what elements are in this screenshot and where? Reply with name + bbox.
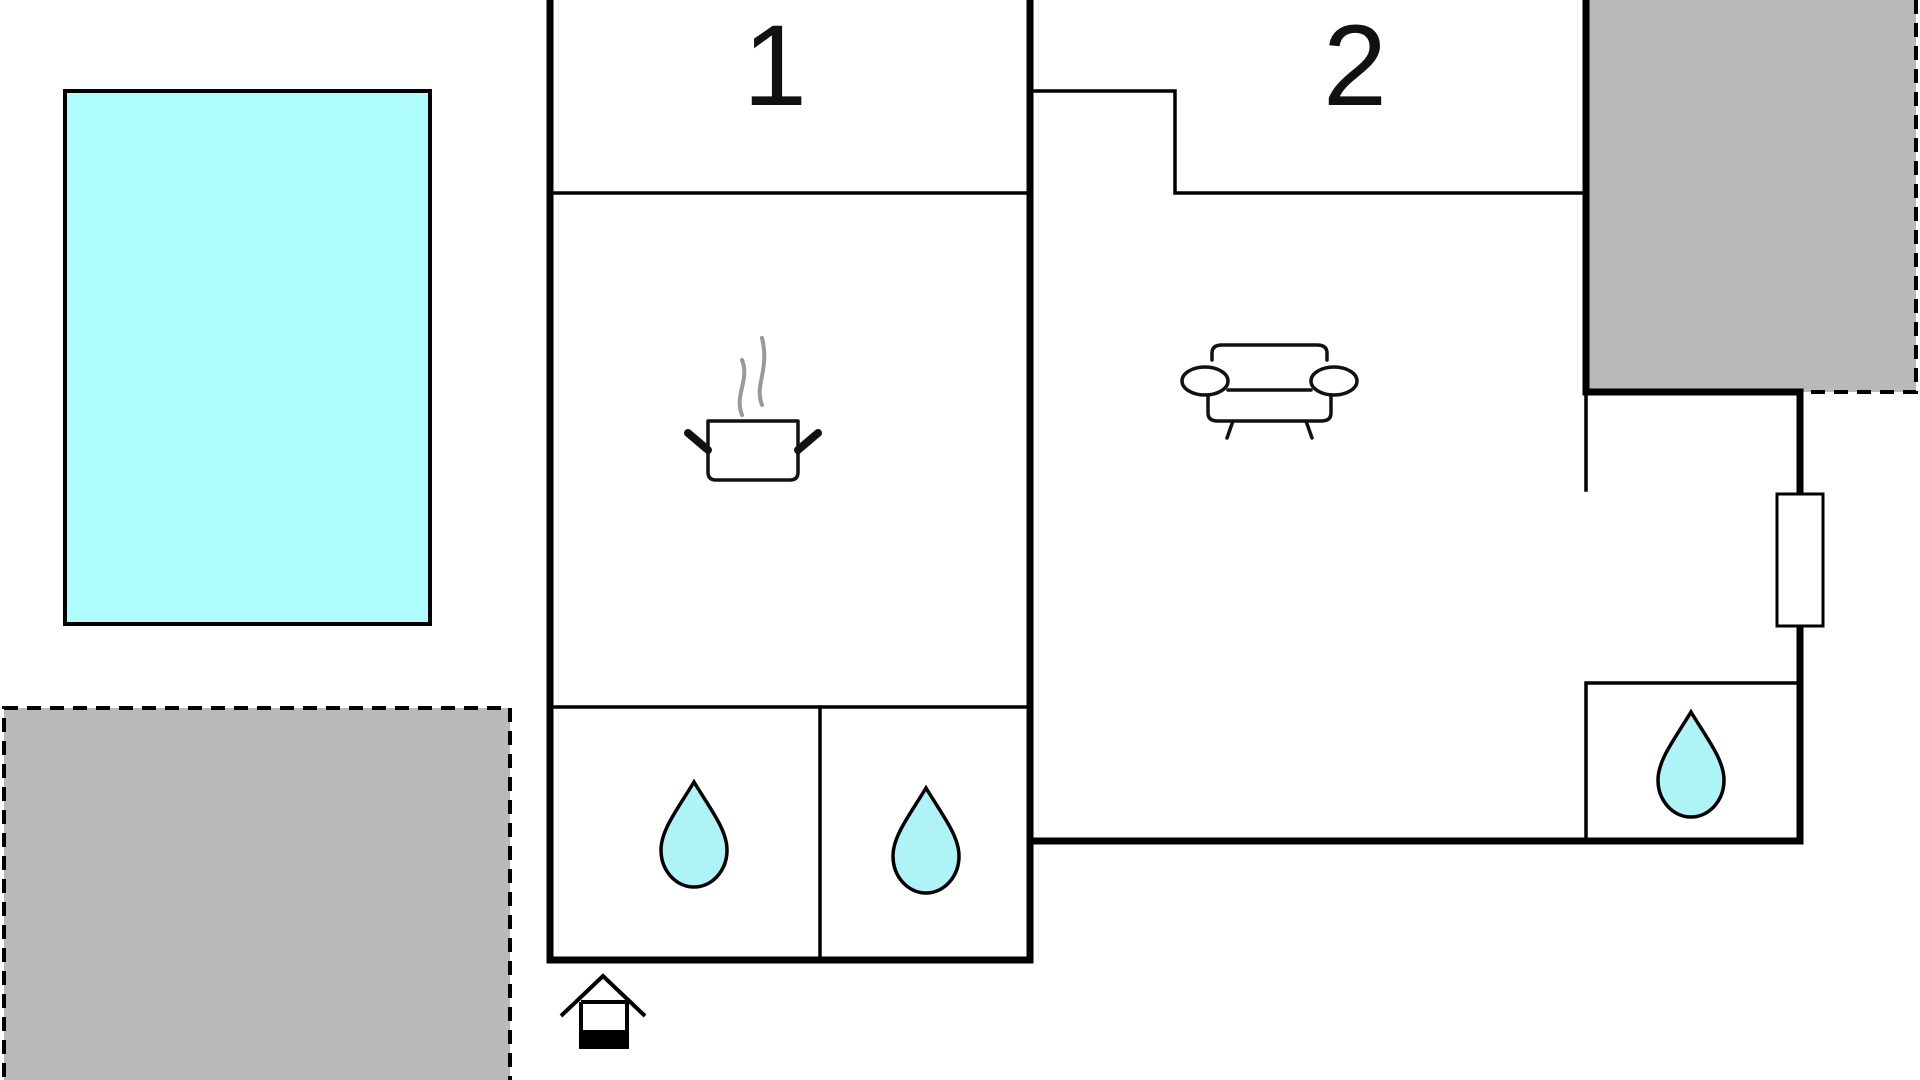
water-drop-icon — [1656, 708, 1726, 819]
right-bath-wall — [1584, 681, 1802, 843]
terrace-left — [2, 706, 512, 1080]
terrace-right — [1586, 0, 1916, 392]
water-drop-icon — [891, 784, 961, 895]
cooking-pot-icon — [684, 336, 822, 482]
entrance-house-icon — [559, 973, 647, 1049]
outer-wall-left-block — [546, 0, 1804, 964]
room-number-2: 2 — [1323, 2, 1387, 130]
room2-wall — [1028, 89, 1588, 195]
door-icon — [1775, 492, 1825, 628]
room-number-1: 1 — [743, 2, 807, 130]
sofa-icon — [1180, 343, 1359, 440]
terrace-right-border — [1800, 0, 1918, 394]
swimming-pool — [63, 89, 432, 626]
water-drop-icon — [659, 778, 729, 889]
